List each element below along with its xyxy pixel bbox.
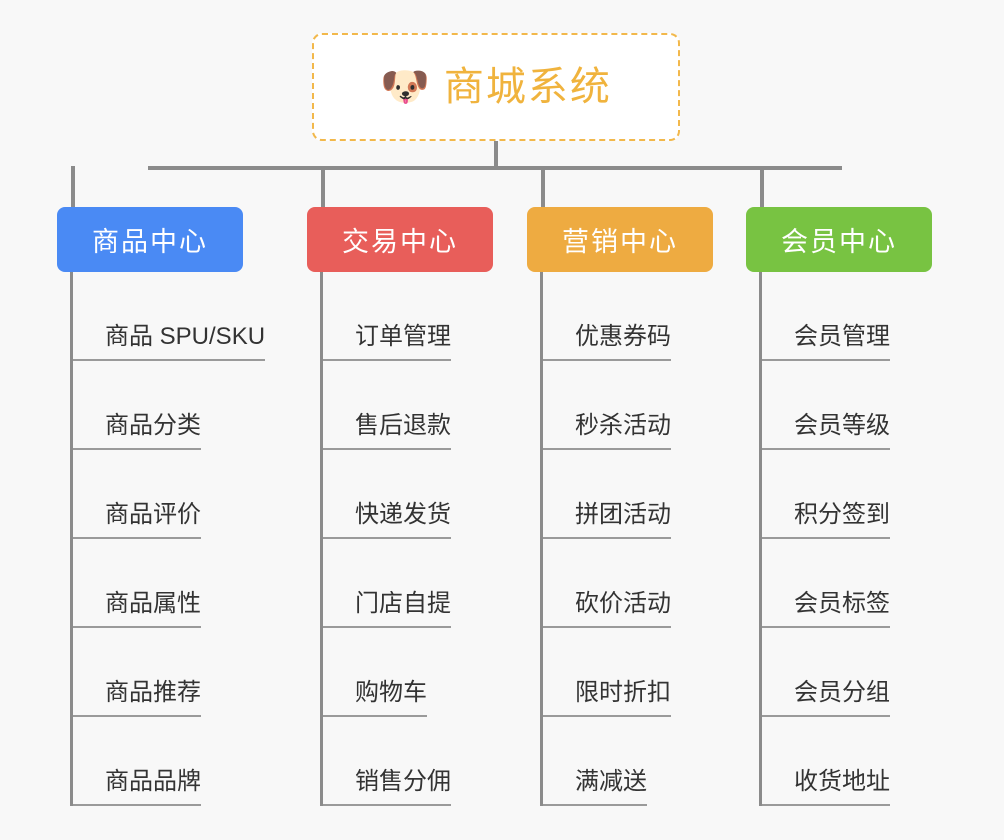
leaf-underline bbox=[543, 537, 575, 539]
leaf-underline bbox=[543, 359, 575, 361]
leaf-item[interactable]: 会员管理 bbox=[762, 272, 935, 361]
leaf-item-label: 门店自提 bbox=[355, 592, 451, 628]
root-title: 商城系统 bbox=[443, 65, 612, 109]
leaf-item[interactable]: 限时折扣 bbox=[543, 628, 716, 717]
leaf-item-label: 售后退款 bbox=[355, 414, 451, 450]
leaf-item-label: 商品属性 bbox=[105, 592, 201, 628]
leaf-item-label: 秒杀活动 bbox=[575, 414, 671, 450]
leaf-underline bbox=[73, 537, 105, 539]
leaf-list-member-center: 会员管理会员等级积分签到会员标签会员分组收货地址 bbox=[759, 272, 935, 806]
leaf-item-label: 销售分佣 bbox=[355, 770, 451, 806]
leaf-item-label: 满减送 bbox=[575, 770, 647, 806]
connector-drop-trade-center bbox=[321, 166, 325, 207]
category-header-label: 商品中心 bbox=[92, 227, 208, 257]
leaf-item[interactable]: 订单管理 bbox=[323, 272, 496, 361]
leaf-underline bbox=[762, 626, 794, 628]
leaf-item-label: 会员标签 bbox=[794, 592, 890, 628]
leaf-underline bbox=[323, 626, 355, 628]
leaf-item[interactable]: 积分签到 bbox=[762, 450, 935, 539]
leaf-item[interactable]: 商品品牌 bbox=[73, 717, 246, 806]
leaf-list-marketing-center: 优惠券码秒杀活动拼团活动砍价活动限时折扣满减送 bbox=[540, 272, 716, 806]
column-marketing-center: 营销中心优惠券码秒杀活动拼团活动砍价活动限时折扣满减送 bbox=[527, 207, 713, 806]
leaf-item[interactable]: 会员等级 bbox=[762, 361, 935, 450]
leaf-underline bbox=[323, 804, 355, 806]
leaf-underline bbox=[762, 537, 794, 539]
category-header-label: 交易中心 bbox=[342, 227, 458, 257]
category-header-label: 会员中心 bbox=[781, 227, 897, 257]
dog-face-icon: 🐶 bbox=[380, 65, 430, 109]
leaf-item[interactable]: 销售分佣 bbox=[323, 717, 496, 806]
leaf-item[interactable]: 砍价活动 bbox=[543, 539, 716, 628]
leaf-item-label: 会员等级 bbox=[794, 414, 890, 450]
leaf-item[interactable]: 会员分组 bbox=[762, 628, 935, 717]
leaf-underline bbox=[73, 715, 105, 717]
category-header-product-center[interactable]: 商品中心 bbox=[57, 207, 243, 272]
leaf-item-label: 优惠券码 bbox=[575, 325, 671, 361]
leaf-item[interactable]: 商品评价 bbox=[73, 450, 246, 539]
leaf-item[interactable]: 商品分类 bbox=[73, 361, 246, 450]
leaf-underline bbox=[73, 359, 105, 361]
leaf-item-label: 拼团活动 bbox=[575, 503, 671, 539]
leaf-item[interactable]: 商品属性 bbox=[73, 539, 246, 628]
leaf-underline bbox=[762, 359, 794, 361]
root-node[interactable]: 🐶 商城系统 bbox=[312, 33, 680, 141]
leaf-item-label: 收货地址 bbox=[794, 770, 890, 806]
leaf-item[interactable]: 会员标签 bbox=[762, 539, 935, 628]
leaf-item[interactable]: 购物车 bbox=[323, 628, 496, 717]
leaf-item-label: 砍价活动 bbox=[575, 592, 671, 628]
leaf-item[interactable]: 秒杀活动 bbox=[543, 361, 716, 450]
leaf-item[interactable]: 满减送 bbox=[543, 717, 716, 806]
leaf-item[interactable]: 商品 SPU/SKU bbox=[73, 272, 266, 361]
leaf-item-label: 会员分组 bbox=[794, 681, 890, 717]
leaf-item[interactable]: 售后退款 bbox=[323, 361, 496, 450]
leaf-underline bbox=[762, 804, 794, 806]
connector-root-stem bbox=[494, 141, 498, 168]
leaf-item-label: 商品 SPU/SKU bbox=[105, 325, 266, 361]
leaf-item[interactable]: 收货地址 bbox=[762, 717, 935, 806]
leaf-underline bbox=[323, 359, 355, 361]
leaf-item[interactable]: 商品推荐 bbox=[73, 628, 246, 717]
leaf-underline bbox=[762, 715, 794, 717]
leaf-underline bbox=[73, 448, 105, 450]
leaf-underline bbox=[543, 448, 575, 450]
leaf-item-label: 积分签到 bbox=[794, 503, 890, 539]
leaf-underline bbox=[323, 537, 355, 539]
connector-horizontal-bus bbox=[148, 166, 842, 170]
leaf-item[interactable]: 优惠券码 bbox=[543, 272, 716, 361]
column-product-center: 商品中心商品 SPU/SKU 商品分类商品评价商品属性商品推荐商品品牌 bbox=[57, 207, 266, 806]
leaf-item-label: 购物车 bbox=[355, 681, 427, 717]
leaf-item-label: 快递发货 bbox=[355, 503, 451, 539]
leaf-item-label: 商品推荐 bbox=[105, 681, 201, 717]
leaf-item-label: 限时折扣 bbox=[575, 681, 671, 717]
category-header-member-center[interactable]: 会员中心 bbox=[746, 207, 932, 272]
leaf-item-label: 商品分类 bbox=[105, 414, 201, 450]
category-header-marketing-center[interactable]: 营销中心 bbox=[527, 207, 713, 272]
column-member-center: 会员中心会员管理会员等级积分签到会员标签会员分组收货地址 bbox=[746, 207, 932, 806]
leaf-item[interactable]: 快递发货 bbox=[323, 450, 496, 539]
leaf-underline bbox=[543, 626, 575, 628]
leaf-underline bbox=[323, 715, 355, 717]
leaf-list-product-center: 商品 SPU/SKU 商品分类商品评价商品属性商品推荐商品品牌 bbox=[70, 272, 266, 806]
category-header-label: 营销中心 bbox=[562, 227, 678, 257]
column-trade-center: 交易中心订单管理售后退款快递发货门店自提购物车销售分佣 bbox=[307, 207, 493, 806]
leaf-underline bbox=[762, 448, 794, 450]
leaf-underline bbox=[543, 804, 575, 806]
leaf-underline bbox=[543, 715, 575, 717]
leaf-item[interactable]: 门店自提 bbox=[323, 539, 496, 628]
connector-drop-product-center bbox=[71, 166, 75, 207]
leaf-item-label: 商品评价 bbox=[105, 503, 201, 539]
leaf-item-label: 商品品牌 bbox=[105, 770, 201, 806]
leaf-underline bbox=[323, 448, 355, 450]
leaf-list-trade-center: 订单管理售后退款快递发货门店自提购物车销售分佣 bbox=[320, 272, 496, 806]
leaf-item-label: 订单管理 bbox=[355, 325, 451, 361]
connector-drop-marketing-center bbox=[541, 166, 545, 207]
connector-drop-member-center bbox=[760, 166, 764, 207]
leaf-item-label: 会员管理 bbox=[794, 325, 890, 361]
leaf-underline bbox=[73, 626, 105, 628]
category-header-trade-center[interactable]: 交易中心 bbox=[307, 207, 493, 272]
leaf-underline bbox=[73, 804, 105, 806]
leaf-item[interactable]: 拼团活动 bbox=[543, 450, 716, 539]
